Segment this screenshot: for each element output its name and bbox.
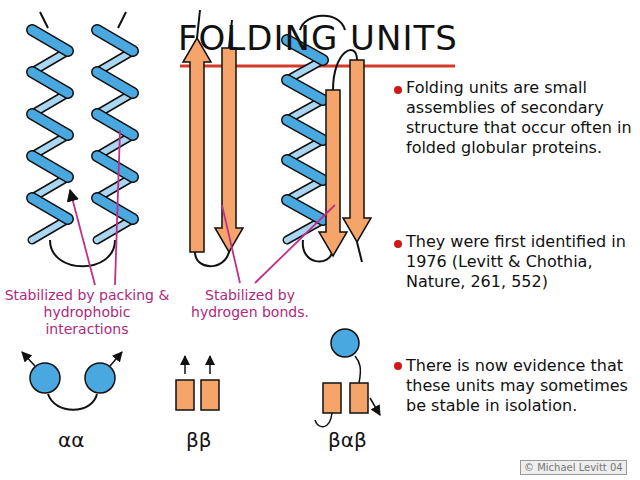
- unit-symbol: βαβ: [328, 428, 367, 452]
- bullet-dot: [394, 240, 402, 248]
- bullet-text: There is now evidence that these units m…: [406, 356, 632, 416]
- unit-symbol: ββ: [186, 428, 212, 452]
- callout-text: Stabilized by hydrogen bonds.: [180, 287, 320, 321]
- bullet-dot: [394, 86, 402, 94]
- alpha-alpha-schematic: [22, 352, 122, 410]
- bullet-dot: [394, 362, 402, 370]
- loop: [50, 240, 115, 266]
- beta-alpha-beta-schematic: [315, 329, 380, 427]
- chain-end: [40, 12, 126, 28]
- beta-beta-schematic: [176, 356, 219, 410]
- callout-text: Stabilized by packing & hydrophobic inte…: [2, 287, 172, 338]
- bullet-text: Folding units are small assemblies of se…: [406, 78, 632, 158]
- leader-line: [70, 130, 335, 285]
- watermark: © Michael Levitt 04: [520, 460, 627, 475]
- unit-symbol: αα: [58, 428, 84, 452]
- bullet-text: They were first identified in 1976 (Levi…: [406, 232, 632, 292]
- slide-title: FOLDING UNITS: [178, 18, 458, 58]
